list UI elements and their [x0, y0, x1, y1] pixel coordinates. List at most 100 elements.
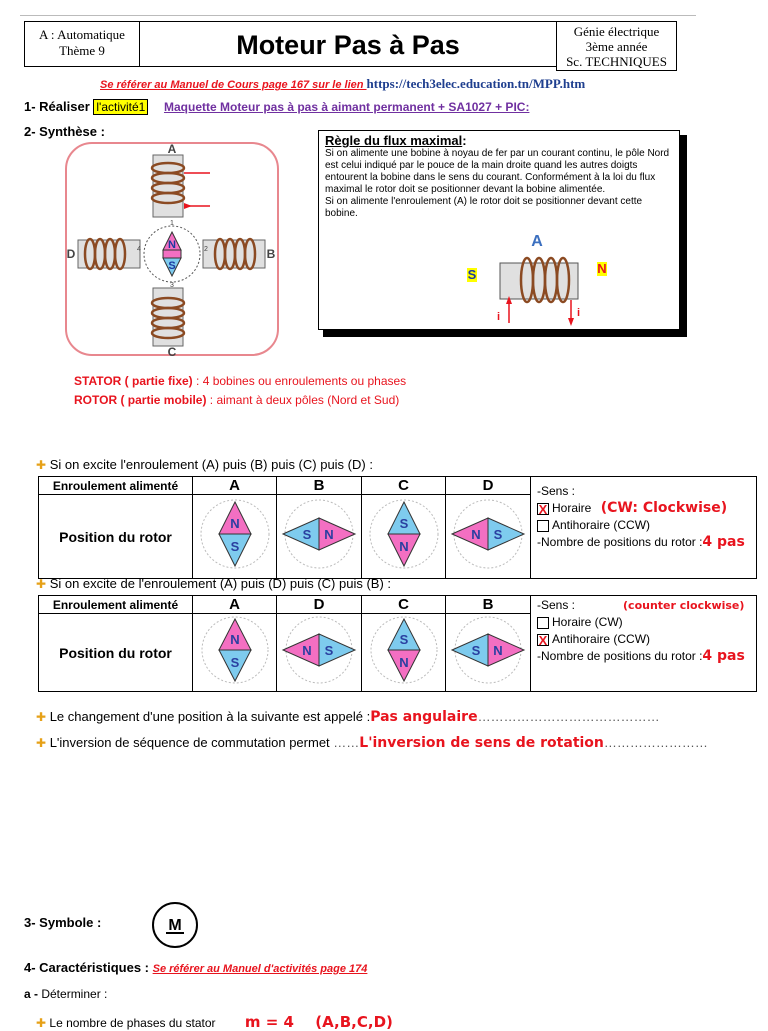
bullet-icon: ✚: [36, 458, 47, 472]
table2-col-2: D: [276, 595, 362, 614]
coil-d: [77, 237, 141, 271]
table2-note: (counter clockwise): [623, 599, 745, 612]
table1-intro-text: Si on excite l'enroulement (A) puis (B) …: [49, 457, 373, 472]
motor-symbol-label: M: [168, 917, 181, 934]
coil-b: [202, 237, 266, 271]
svg-text:N: N: [493, 643, 502, 658]
section1-label: 1- Réaliser: [24, 99, 94, 114]
table2: Enroulement alimenté A D C B -Sens :(cou…: [38, 595, 757, 692]
table1-col-1: A: [192, 476, 277, 495]
partial-answer[interactable]: m = 4: [244, 1013, 294, 1031]
table2-count-value: 4 pas: [702, 648, 745, 664]
label-b: B: [267, 247, 276, 261]
table1-ccw-checkbox[interactable]: [537, 519, 549, 532]
rule-box: Règle du flux maximal: Si on alimente un…: [318, 130, 680, 330]
table2-cw-label: Horaire (CW): [552, 615, 623, 629]
table1-cw-mark: X: [538, 501, 548, 517]
header-title-box: Moteur Pas à Pas: [139, 21, 557, 67]
svg-text:S: S: [494, 527, 503, 542]
rotor-line: ROTOR ( partie mobile) : aimant à deux p…: [74, 393, 399, 407]
svg-text:S: S: [230, 539, 239, 554]
motor-frame: [65, 142, 279, 356]
rule-text-1: Si on alimente une bobine à noyau de fer…: [325, 148, 670, 195]
rotor-circle: [143, 225, 201, 283]
table1-count-label: -Nombre de positions du rotor :: [537, 535, 703, 549]
page-title: Moteur Pas à Pas: [236, 30, 460, 60]
section1: 1- Réaliser l'activité1 Maquette Moteur …: [24, 99, 530, 115]
rotor-n-label: N: [168, 239, 176, 251]
question-2-text: L'inversion de séquence de commutation p…: [49, 735, 334, 750]
svg-text:S: S: [230, 655, 239, 670]
question-1-text: Le changement d'une position à la suivan…: [49, 709, 371, 724]
table2-count-label: -Nombre de positions du rotor :: [537, 649, 703, 663]
coil-figure: A S N i i: [467, 233, 607, 326]
coil-s-label: S: [468, 267, 477, 282]
svg-text:N: N: [399, 539, 408, 554]
table2-sens-cell: -Sens :(counter clockwise) Horaire (CW) …: [530, 595, 757, 692]
table1-col-3: C: [361, 476, 446, 495]
bullet-icon: ✚: [36, 736, 47, 750]
stator-line: STATOR ( partie fixe) : 4 bobines ou enr…: [74, 374, 406, 388]
svg-text:S: S: [325, 643, 334, 658]
question-1-answer[interactable]: Pas angulaire: [370, 709, 478, 725]
label-3: 3: [170, 282, 174, 289]
coil-a-label: A: [531, 233, 543, 250]
partial-answer-2[interactable]: (A,B,C,D): [315, 1013, 393, 1031]
activity-link[interactable]: Maquette Moteur pas à pas à aimant perma…: [163, 100, 530, 114]
table2-col-3: C: [361, 595, 446, 614]
label-a: A: [168, 142, 177, 156]
table1-sens: -Sens :: [537, 484, 576, 498]
part-a-label: a -: [24, 987, 42, 1001]
table2-ccw-label: Antihoraire (CCW): [552, 632, 651, 646]
svg-text:S: S: [303, 527, 312, 542]
rule-text-2: Si on alimente l'enroulement (A) le roto…: [325, 196, 643, 219]
table2-head-label: Enroulement alimenté: [38, 595, 193, 614]
table2-cw-checkbox[interactable]: [537, 616, 549, 629]
reference-link[interactable]: https://tech3elec.education.tn/MPP.htm: [366, 76, 586, 91]
bullet-icon: ✚: [36, 1016, 47, 1030]
section2-label: 2- Synthèse :: [24, 124, 105, 139]
header-right-box: Génie électrique 3ème année Sc. TECHNIQU…: [556, 21, 677, 71]
question-2-answer[interactable]: L'inversion de sens de rotation: [359, 735, 604, 751]
table1-cw-checkbox[interactable]: X: [537, 501, 549, 517]
coil-n-label: N: [597, 261, 606, 276]
stator-text: : 4 bobines ou enroulements ou phases: [192, 374, 407, 388]
table1-cw-label: Horaire: [552, 501, 592, 515]
table2-ccw-checkbox[interactable]: X: [537, 633, 549, 647]
table2-col-4: B: [445, 595, 531, 614]
question-2: ✚ L'inversion de séquence de commutation…: [36, 735, 708, 751]
coil-c: [150, 287, 186, 347]
header-year: 3ème année: [585, 39, 648, 54]
bullet-icon: ✚: [36, 577, 47, 591]
table1-col-2: B: [276, 476, 362, 495]
top-rule: [20, 15, 696, 16]
table1-row-label: Position du rotor: [38, 494, 193, 579]
table2-row-label: Position du rotor: [38, 613, 193, 692]
section4: 4- Caractéristiques : Se référer au Manu…: [24, 960, 367, 975]
partial-line: ✚ Le nombre de phases du stator m = 4 (A…: [36, 1013, 393, 1031]
rotor-label: ROTOR ( partie mobile): [74, 393, 207, 407]
table2-sens: -Sens :: [537, 598, 576, 612]
label-d: D: [67, 247, 76, 261]
rotor-s-label: S: [168, 260, 175, 272]
label-1: 1: [170, 220, 174, 227]
part-a: a - Déterminer :: [24, 987, 107, 1001]
svg-text:N: N: [230, 632, 239, 647]
header-subject: A : Automatique: [39, 27, 125, 42]
motor-symbol-icon: M: [152, 902, 198, 948]
svg-text:N: N: [302, 643, 311, 658]
question-1: ✚ Le changement d'une position à la suiv…: [36, 709, 660, 725]
section3-label: 3- Symbole :: [24, 915, 102, 930]
table1-cw-note: (CW: Clockwise): [600, 500, 728, 516]
rule-title: Règle du flux maximal: [325, 133, 463, 148]
section4-ref[interactable]: Se référer au Manuel d'activités page 17…: [152, 963, 368, 975]
header-theme: Thème 9: [59, 43, 105, 58]
current-label-left: i: [497, 311, 500, 323]
section4-label: 4- Caractéristiques :: [24, 960, 153, 975]
svg-text:N: N: [399, 655, 408, 670]
